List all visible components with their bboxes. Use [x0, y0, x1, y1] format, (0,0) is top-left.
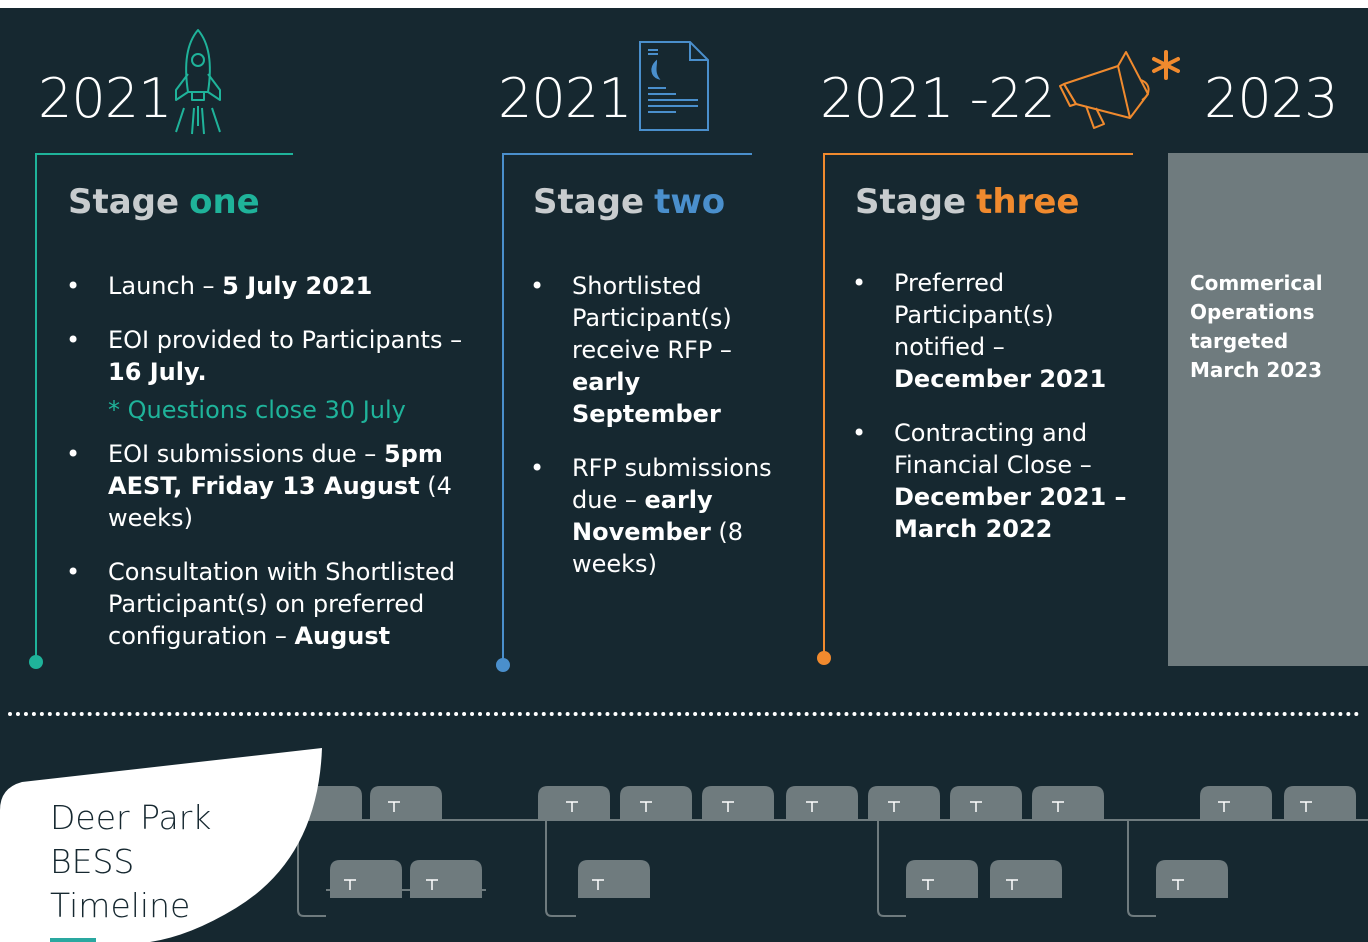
- bullet-bold: December 2021 – March 2022: [894, 483, 1127, 543]
- stage-one-bullets: Launch – 5 July 2021 EOI provided to Par…: [66, 270, 478, 674]
- stage-title-prefix: Stage: [855, 182, 967, 222]
- stage-title-accent: two: [654, 182, 726, 222]
- stage-three-year: 2021 -22: [820, 67, 1056, 130]
- list-item: Preferred Participant(s) notified – Dece…: [852, 267, 1134, 395]
- bullet-bold: 5 July 2021: [222, 272, 373, 300]
- bullet-bold: early November: [572, 486, 713, 546]
- bullet-text: EOI provided to Participants –: [108, 326, 463, 354]
- top-border: [0, 0, 1368, 8]
- title-card-text: Deer Park BESS Timeline: [50, 796, 211, 928]
- bullet-after: (4 weeks): [108, 472, 452, 532]
- title-accent-bar: [50, 938, 96, 942]
- operations-text: Commerical Operations targeted March 202…: [1190, 271, 1323, 382]
- stage-three-top-line: [823, 153, 1133, 155]
- battery-units-illustration: [290, 786, 1368, 917]
- questions-note: * Questions close 30 July: [108, 396, 406, 424]
- stage-two-year: 2021: [498, 67, 632, 130]
- list-item: EOI submissions due – 5pm AEST, Friday 1…: [66, 438, 478, 534]
- stage-three-vertical-line: [823, 153, 825, 658]
- title-line-1: Deer Park: [50, 798, 212, 837]
- stage-two-vertical-line: [502, 153, 504, 662]
- stage-one-vertical-line: [35, 153, 37, 662]
- operations-year: 2023: [1204, 67, 1338, 130]
- document-icon: [639, 41, 709, 131]
- bullet-bold: December 2021: [894, 365, 1107, 393]
- list-item: Contracting and Financial Close – Decemb…: [852, 417, 1134, 545]
- stage-title-prefix: Stage: [533, 182, 645, 222]
- list-item: Consultation with Shortlisted Participan…: [66, 556, 478, 652]
- bullet-text: EOI submissions due –: [108, 440, 384, 468]
- bullet-text: Consultation with Shortlisted Participan…: [108, 558, 455, 650]
- list-item: Launch – 5 July 2021: [66, 270, 478, 302]
- stage-title-accent: one: [189, 182, 260, 222]
- operations-box: Commerical Operations targeted March 202…: [1168, 153, 1368, 666]
- list-item: Shortlisted Participant(s) receive RFP –…: [530, 270, 792, 430]
- bullet-bold: early September: [572, 368, 721, 428]
- bullet-bold: August: [294, 622, 391, 650]
- stage-three-bullets: Preferred Participant(s) notified – Dece…: [852, 267, 1134, 567]
- bullet-text: Contracting and Financial Close –: [894, 419, 1092, 479]
- stage-two-dot: [496, 658, 510, 672]
- bullet-bold: 16 July.: [108, 358, 207, 386]
- list-item: EOI provided to Participants – 16 July. …: [66, 324, 478, 426]
- title-line-3: Timeline: [50, 886, 191, 925]
- megaphone-icon: [1059, 50, 1180, 129]
- bullet-text: RFP submissions due –: [572, 454, 772, 514]
- stage-one-top-line: [35, 153, 293, 155]
- bullet-text: Launch –: [108, 272, 223, 300]
- stage-title-prefix: Stage: [68, 182, 180, 222]
- dotted-divider: [8, 712, 1360, 716]
- bullet-bold: 5pm AEST, Friday 13 August: [108, 440, 443, 500]
- stage-two-bullets: Shortlisted Participant(s) receive RFP –…: [530, 270, 792, 602]
- stage-title-accent: three: [976, 182, 1080, 222]
- stage-three-dot: [817, 651, 831, 665]
- title-card-shape: [0, 748, 322, 942]
- bullet-text: Shortlisted Participant(s) receive RFP –: [572, 272, 732, 364]
- bullet-text: Preferred Participant(s) notified –: [894, 269, 1054, 361]
- rocket-icon: [175, 29, 221, 135]
- stage-one-year: 2021: [38, 67, 172, 130]
- title-line-2: BESS: [50, 842, 135, 881]
- stage-one-dot: [29, 655, 43, 669]
- list-item: RFP submissions due – early November (8 …: [530, 452, 792, 580]
- bullet-after: (8 weeks): [572, 518, 744, 578]
- stage-two-top-line: [502, 153, 752, 155]
